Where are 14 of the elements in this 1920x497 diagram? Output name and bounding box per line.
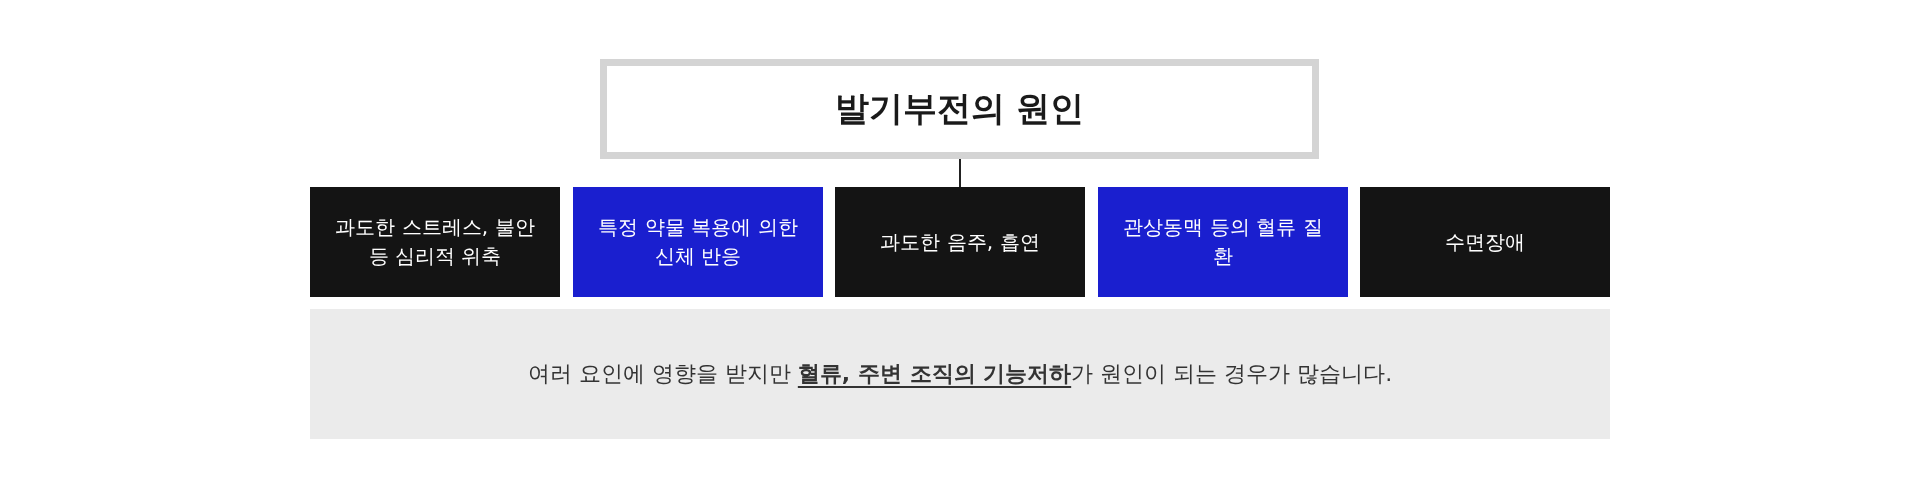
cause-box	[1098, 187, 1348, 297]
cause-box	[573, 187, 823, 297]
connector-line	[959, 158, 961, 188]
cause-text: 수면장애	[1444, 228, 1526, 256]
cause-box	[310, 187, 560, 297]
cause-box	[1360, 187, 1610, 297]
title-box	[600, 59, 1319, 159]
cause-box	[835, 187, 1085, 297]
cause-text: 과도한 스트레스, 불안 등 심리적 위축	[334, 214, 536, 270]
cause-text: 특정 약물 복용에 의한 신체 반응	[597, 214, 799, 270]
title-text: 발기부전의 원인	[833, 87, 1086, 131]
cause-text: 과도한 음주, 흡연	[879, 228, 1041, 256]
summary-text: 여러 요인에 영향을 받지만 혈류, 주변 조직의 기능저하가 원인이 되는 경우가 많습니다.	[526, 360, 1394, 389]
cause-text: 관상동맥 등의 혈류 질환	[1122, 214, 1324, 270]
